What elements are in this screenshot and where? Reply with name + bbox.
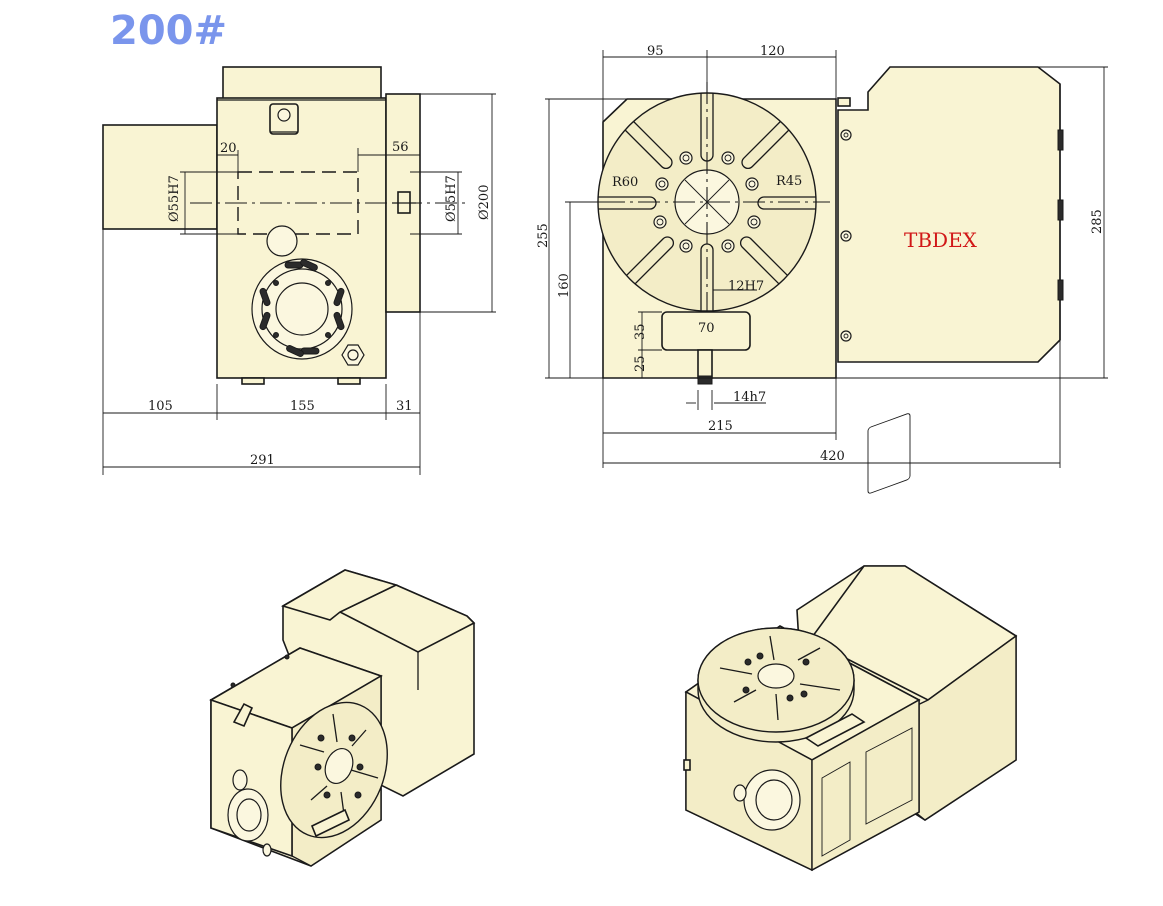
dim-155: 155 (290, 399, 315, 414)
dim-bore-right: Ø55H7 (444, 175, 459, 222)
dim-r60: R60 (612, 175, 638, 190)
side-motor-housing (102, 124, 218, 230)
isometric-view-left (209, 569, 476, 867)
dim-291: 291 (250, 453, 275, 468)
dim-215: 215 (708, 419, 733, 434)
dim-56: 56 (392, 140, 409, 155)
side-top-cap (222, 66, 382, 101)
brand-label: TBDEX (904, 228, 978, 252)
dim-420: 420 (820, 449, 845, 464)
dim-120: 120 (760, 44, 785, 59)
dim-r45: R45 (776, 174, 802, 189)
dim-285: 285 (1090, 209, 1105, 234)
dim-105: 105 (148, 399, 173, 414)
dim-bore-left: Ø55H7 (167, 175, 182, 222)
dim-35: 35 (633, 323, 648, 340)
side-foot-right (337, 377, 361, 385)
dim-12h7: 12H7 (728, 279, 764, 294)
dim-25: 25 (633, 355, 648, 372)
dim-160: 160 (557, 273, 572, 298)
dim-70: 70 (698, 321, 715, 336)
side-foot-left (241, 377, 265, 385)
dim-31: 31 (396, 399, 413, 414)
dim-95: 95 (647, 44, 664, 59)
front-view: TBDEX (536, 44, 1108, 468)
dim-20: 20 (220, 141, 237, 156)
dim-diameter-200: Ø200 (477, 185, 492, 220)
bolt-holes (653, 151, 761, 253)
isometric-view-right (683, 413, 1018, 872)
front-motor-housing (837, 66, 1061, 363)
page-title: 200# (110, 8, 228, 54)
dim-14h7: 14h7 (733, 390, 766, 405)
side-plug (266, 225, 298, 257)
side-view: 20 56 Ø55H7 Ø55H7 Ø200 105 155 31 291 (102, 66, 496, 475)
dim-255: 255 (536, 223, 551, 248)
